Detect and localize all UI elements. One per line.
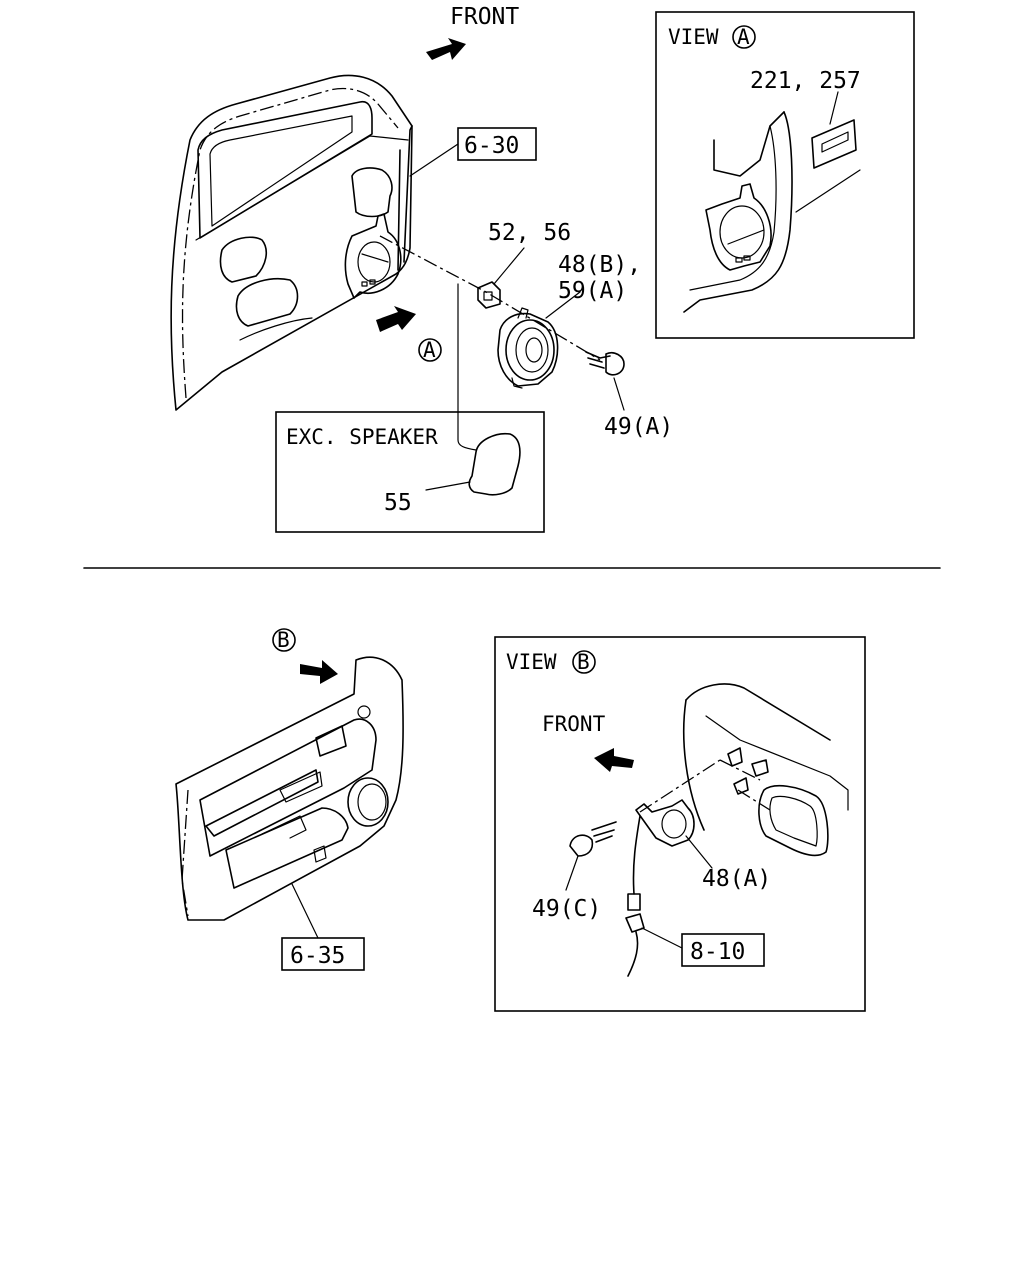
speaker-part	[497, 307, 559, 389]
view-a-box	[655, 11, 915, 339]
label-cover: 55	[384, 490, 412, 516]
view-b-box	[494, 636, 866, 1012]
door-trim-panel	[175, 656, 404, 921]
view-a-title: VIEW	[668, 25, 719, 49]
ref-box-8-10	[681, 933, 765, 967]
label-screw-a: 49(A)	[604, 414, 673, 440]
view-b-front-arrow-icon	[594, 748, 634, 772]
view-b-circle	[572, 650, 596, 674]
ref-box-6-35	[281, 937, 365, 971]
ref-6-30: 6-30	[464, 133, 519, 159]
callout-a: A	[423, 338, 436, 362]
label-speaker-2: 59(A)	[558, 278, 627, 304]
door-assembly	[170, 74, 413, 411]
view-b-arrow-icon	[300, 660, 338, 684]
front-label: FRONT	[450, 4, 519, 30]
label-speaker-1: 48(B),	[558, 252, 641, 278]
ref-6-35: 6-35	[290, 943, 345, 969]
label-clip: 52, 56	[488, 220, 571, 246]
front-arrow-icon	[426, 38, 466, 60]
view-b-front-label: FRONT	[542, 712, 606, 736]
cover-part	[468, 432, 521, 496]
view-a-circle	[732, 25, 756, 49]
exc-speaker-box	[275, 411, 545, 533]
ref-box-6-30	[457, 127, 537, 161]
label-screw-c: 49(C)	[532, 896, 601, 922]
screw-a-part	[585, 351, 625, 376]
exc-speaker-title: EXC. SPEAKER	[286, 425, 438, 449]
view-a-detail	[683, 111, 861, 313]
view-a-circle-label: A	[737, 25, 750, 49]
ref-8-10: 8-10	[690, 939, 745, 965]
label-view-a-part: 221, 257	[750, 68, 861, 94]
clip-part	[477, 281, 501, 309]
callout-a-circle	[418, 338, 442, 362]
callout-b: B	[277, 628, 290, 652]
view-b-circle-label: B	[577, 650, 590, 674]
view-b-title: VIEW	[506, 650, 557, 674]
view-a-arrow-icon	[376, 306, 416, 332]
callout-b-circle	[272, 628, 296, 652]
label-tweeter: 48(A)	[702, 866, 771, 892]
view-b-detail	[569, 683, 849, 977]
